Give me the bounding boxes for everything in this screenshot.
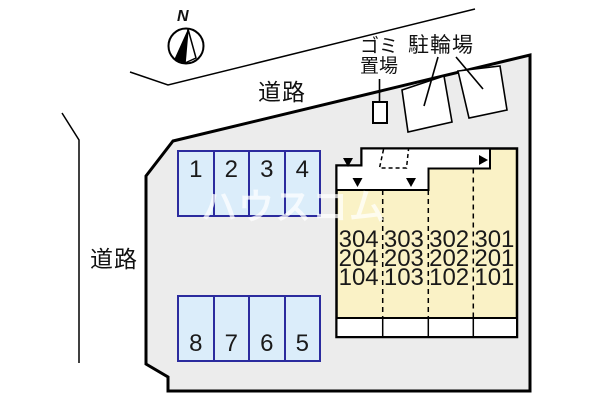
parking-space-3: 3 — [248, 150, 286, 217]
entrance-marker-icon — [343, 158, 353, 167]
unit-number: 302 — [429, 226, 470, 253]
unit-number: 102 — [429, 264, 470, 291]
unit-column-3: 303 203 103 — [381, 226, 426, 291]
parking-space-7: 7 — [212, 295, 250, 362]
north-compass-icon — [167, 27, 205, 65]
unit-number: 201 — [474, 245, 515, 272]
unit-number: 304 — [338, 226, 379, 253]
road-label-top: 道路 — [258, 79, 306, 105]
entrance-marker-icon — [479, 155, 488, 165]
parking-row-top: 1 2 3 4 — [177, 150, 321, 217]
unit-number: 203 — [383, 245, 424, 272]
bicycle-area-1 — [401, 74, 453, 133]
building — [335, 147, 519, 339]
road-line-top — [129, 8, 476, 86]
unit-number: 202 — [429, 245, 470, 272]
entrance-marker-icon — [352, 178, 363, 187]
unit-column-1: 301 201 101 — [472, 226, 517, 291]
entrance-marker-icon — [406, 178, 416, 187]
parking-space-8: 8 — [177, 295, 215, 362]
garbage-label-line2: 置場 — [359, 56, 398, 77]
bicycle-leader-line-1 — [423, 56, 439, 107]
unit-number: 204 — [338, 245, 379, 272]
parking-space-2: 2 — [212, 150, 250, 217]
parking-space-1: 1 — [177, 150, 215, 217]
unit-number: 303 — [383, 226, 424, 253]
parking-space-5: 5 — [283, 295, 321, 362]
parking-row-bottom: 8 7 6 5 — [177, 295, 321, 362]
stairs-dashed — [378, 149, 410, 169]
unit-number: 104 — [338, 264, 379, 291]
bicycle-area-2 — [457, 65, 508, 119]
bicycle-parking-label: 駐輪場 — [408, 34, 474, 57]
garbage-label-line1: ゴミ — [359, 36, 398, 57]
bicycle-leader-line-2 — [455, 56, 484, 90]
unit-number-grid: 304 204 104 303 203 103 302 202 102 301 … — [336, 226, 517, 291]
unit-number: 103 — [383, 264, 424, 291]
balcony-row — [335, 317, 518, 338]
unit-number: 301 — [474, 226, 515, 253]
unit-column-4: 304 204 104 — [336, 226, 381, 291]
parking-space-4: 4 — [283, 150, 321, 217]
building-corridor — [335, 147, 491, 191]
parking-space-6: 6 — [248, 295, 286, 362]
road-line-left — [61, 112, 80, 363]
unit-number: 101 — [474, 264, 515, 291]
garbage-bin — [372, 101, 388, 124]
road-label-left: 道路 — [90, 246, 138, 272]
compass-north-label: N — [177, 8, 189, 25]
unit-column-2: 302 202 102 — [427, 226, 472, 291]
garbage-label: ゴミ 置場 — [350, 37, 408, 77]
